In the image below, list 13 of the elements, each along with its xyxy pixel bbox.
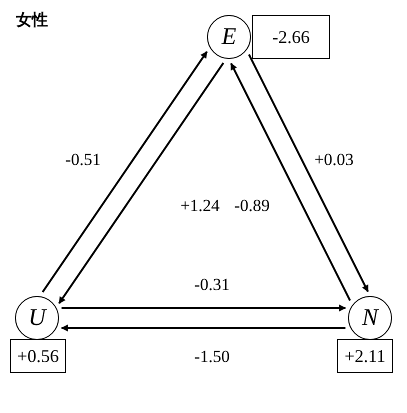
arrow [62,304,346,312]
arrow [60,324,346,332]
value-box: +0.56 [10,339,66,373]
title: 女性 [16,10,48,31]
arrow [42,51,208,293]
arrow [248,54,369,292]
variable-circle: U [15,296,59,340]
value-box: -2.66 [252,15,330,59]
value-box: +2.11 [337,339,393,373]
arrow [58,62,224,304]
arrow [230,62,351,301]
variable-circle: N [348,296,392,340]
variable-circle: E [207,15,251,59]
